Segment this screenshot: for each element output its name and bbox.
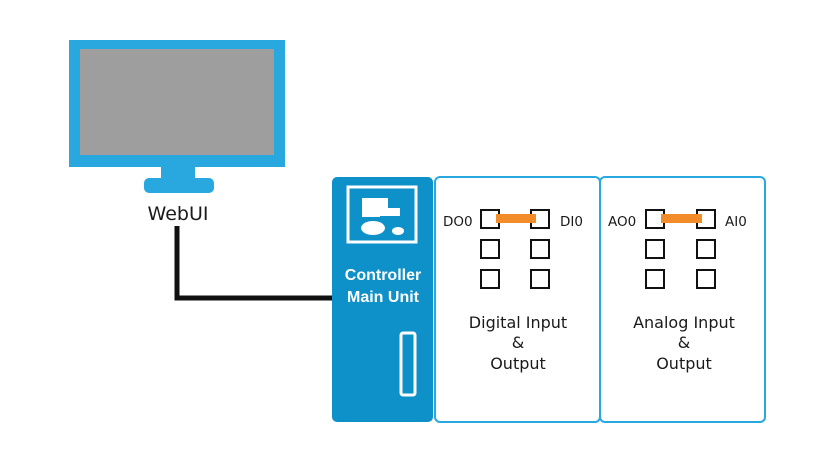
- digital-do0-label: DO0: [443, 214, 473, 230]
- analog-module-border: [599, 176, 766, 423]
- controller-body: [332, 177, 433, 422]
- monitor: [69, 40, 285, 193]
- digital-terminal: [530, 269, 550, 289]
- analog-terminal: [645, 239, 665, 259]
- analog-io-module: AO0 AI0 Analog Input & Output: [599, 176, 766, 423]
- monitor-label: WebUI: [148, 203, 209, 225]
- connection-wire: [174, 226, 338, 301]
- analog-terminal: [696, 269, 716, 289]
- analog-terminal: [645, 269, 665, 289]
- digital-di0-label: DI0: [560, 214, 583, 230]
- monitor-stand: [144, 178, 214, 193]
- controller-main-unit: Controller Main Unit: [332, 177, 433, 422]
- controller-label-line2: Main Unit: [347, 289, 420, 306]
- controller-display-icon: [346, 185, 418, 244]
- digital-title-line2: &: [512, 333, 524, 352]
- monitor-neck: [161, 167, 195, 178]
- digital-io-module: DO0 DI0 Digital Input & Output: [434, 176, 601, 423]
- analog-terminal: [696, 239, 716, 259]
- analog-title-line1: Analog Input: [633, 313, 735, 332]
- analog-ai0-label: AI0: [725, 214, 747, 230]
- digital-terminal: [480, 269, 500, 289]
- controller-label-line1: Controller: [345, 267, 421, 284]
- analog-ao0-label: AO0: [608, 214, 636, 230]
- analog-title-line3: Output: [656, 354, 712, 373]
- digital-terminal: [530, 239, 550, 259]
- analog-jumper: [661, 214, 702, 223]
- monitor-screen: [80, 49, 274, 155]
- digital-jumper: [496, 214, 536, 223]
- digital-terminal: [480, 239, 500, 259]
- controller-slot: [399, 331, 417, 397]
- digital-title-line3: Output: [490, 354, 546, 373]
- digital-title-line1: Digital Input: [469, 313, 567, 332]
- analog-title-line2: &: [678, 333, 690, 352]
